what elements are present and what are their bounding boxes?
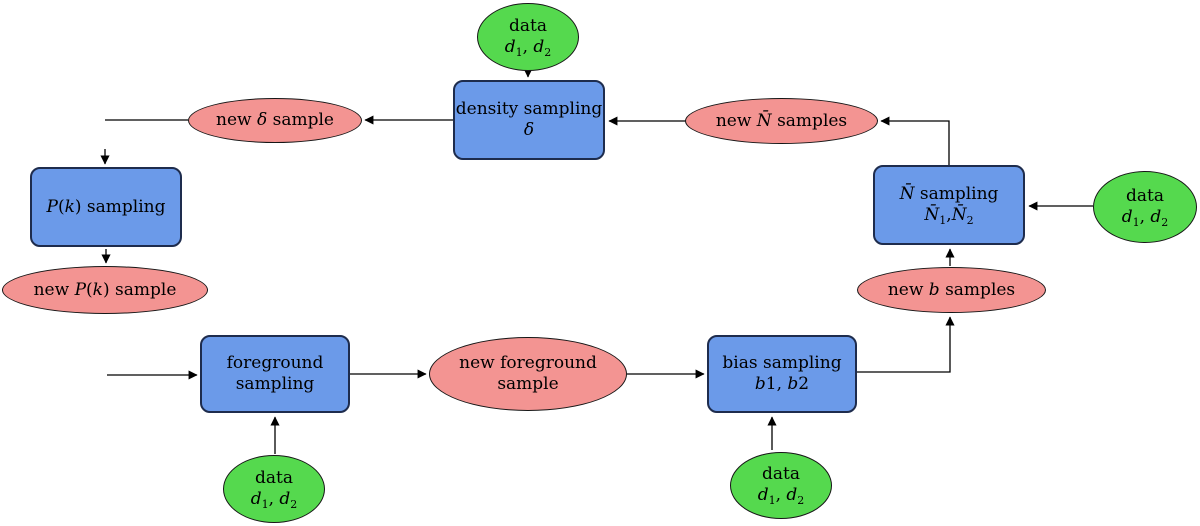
sample-label: new δ sample	[216, 110, 334, 130]
box-title: density sampling	[455, 99, 603, 119]
data-ellipse-bottom-right: data d1, d2	[730, 452, 832, 519]
new-b-samples-ellipse: new b samples	[857, 267, 1046, 313]
data-label: data	[1126, 185, 1164, 206]
sample-label-line2: sample	[497, 374, 559, 394]
new-pk-sample-ellipse: new P(k) sample	[2, 266, 208, 314]
bias-sampling-box: bias sampling b1, b2	[707, 335, 857, 413]
new-nbar-samples-ellipse: new N̄ samples	[685, 98, 878, 144]
arrow-nbar-to-new-nbar-samples	[880, 116, 950, 165]
data-math-label: d1, d2	[757, 485, 805, 507]
box-math-label: δ	[523, 120, 535, 140]
box-math-label: b1, b2	[754, 374, 810, 394]
data-ellipse-bottom-left: data d1, d2	[223, 455, 325, 523]
new-foreground-sample-ellipse: new foreground sample	[429, 337, 627, 411]
data-label: data	[509, 15, 547, 36]
new-delta-sample-ellipse: new δ sample	[188, 98, 362, 143]
box-title: P(k) sampling	[46, 196, 166, 217]
sample-label: new foreground	[459, 353, 597, 373]
arrow-bias-to-new-b-samples	[857, 316, 955, 373]
data-label: data	[762, 464, 800, 484]
box-title: N̄ sampling	[899, 183, 999, 204]
data-math-label: d1, d2	[250, 488, 298, 511]
data-math-label: d1, d2	[1121, 206, 1169, 229]
sample-label: new b samples	[887, 279, 1016, 300]
data-math-label: d1, d2	[504, 36, 552, 59]
box-title: foreground	[226, 353, 324, 373]
box-title: bias sampling	[722, 353, 842, 373]
nbar-sampling-box: N̄ sampling N̄1,N̄2	[873, 165, 1025, 245]
data-ellipse-top: data d1, d2	[477, 3, 579, 71]
foreground-sampling-box: foreground sampling	[200, 335, 350, 413]
sample-label: new N̄ samples	[715, 110, 848, 131]
box-math-label: N̄1,N̄2	[924, 204, 974, 227]
sample-label: new P(k) sample	[33, 279, 177, 300]
density-sampling-box: density sampling δ	[453, 80, 605, 160]
pk-sampling-box: P(k) sampling	[30, 167, 182, 247]
data-label: data	[255, 467, 293, 488]
data-ellipse-right: data d1, d2	[1093, 171, 1197, 243]
box-title-line2: sampling	[235, 374, 315, 394]
